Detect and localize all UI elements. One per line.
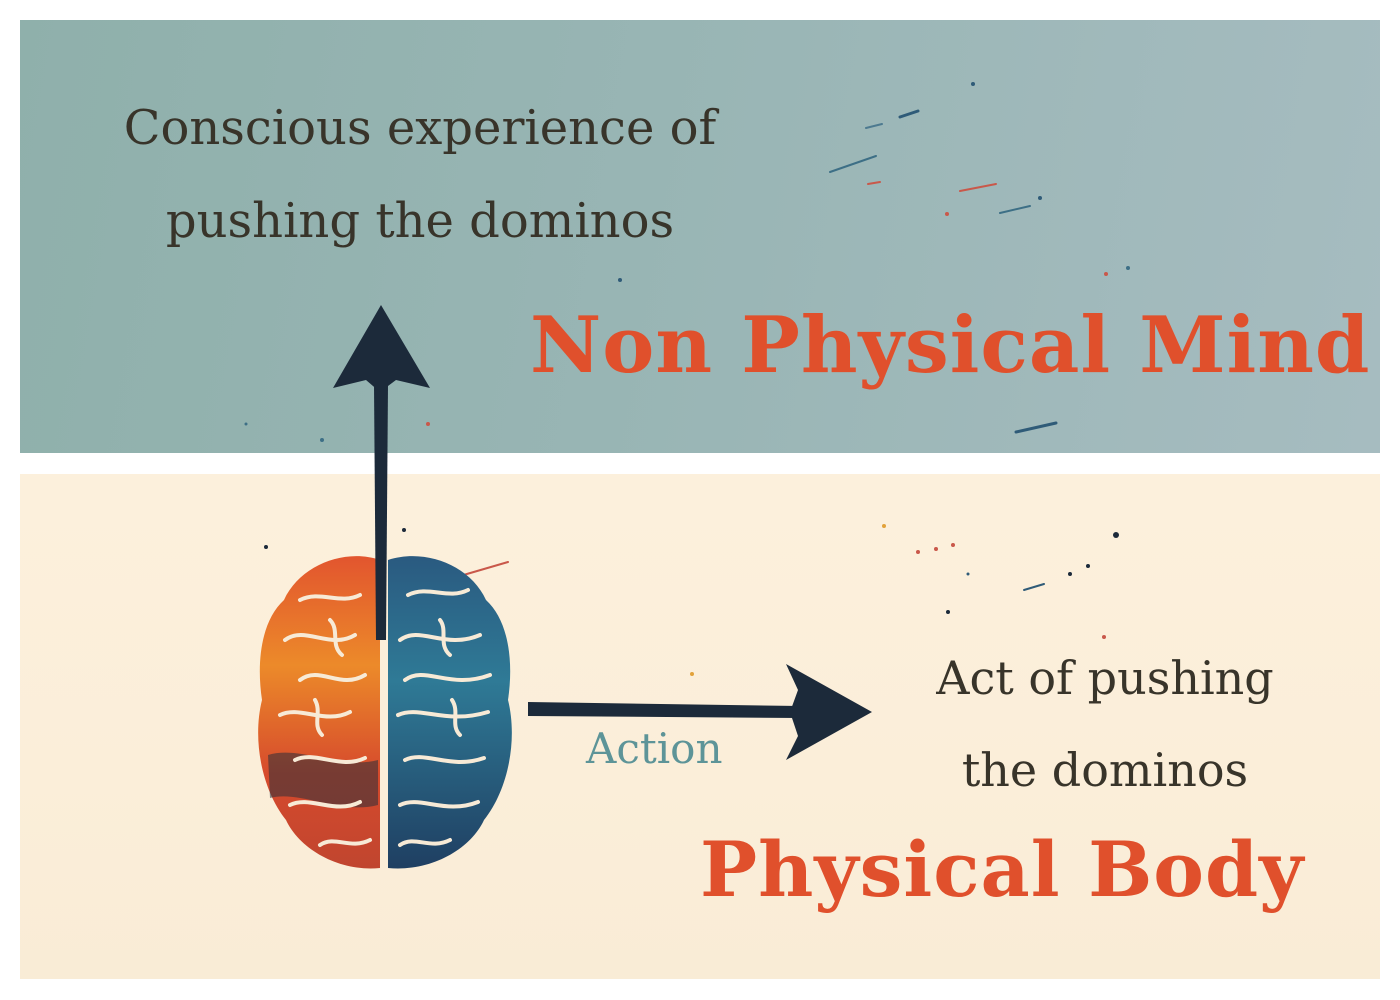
body-caption-line1: Act of pushing [936, 651, 1274, 705]
physical-body-panel [20, 474, 1380, 979]
body-caption: Act of pushing the dominos [905, 632, 1305, 816]
non-physical-mind-panel [20, 20, 1380, 453]
body-caption-line2: the dominos [961, 743, 1249, 797]
mind-caption-line1: Conscious experience of [123, 100, 717, 156]
action-arrow-label: Action [586, 724, 723, 773]
physical-body-title: Physical Body [700, 825, 1305, 914]
mind-caption-line2: pushing the dominos [165, 193, 675, 249]
mind-caption: Conscious experience of pushing the domi… [100, 82, 740, 268]
non-physical-mind-title: Non Physical Mind [530, 300, 1371, 391]
